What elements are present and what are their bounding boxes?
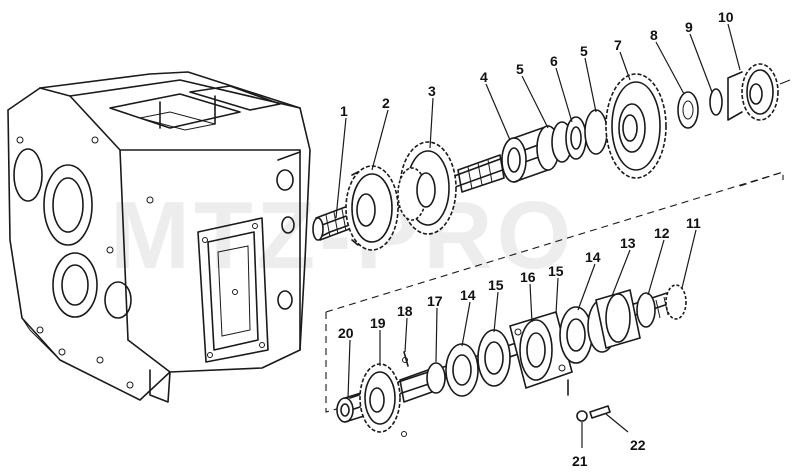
label-part-5a: 5 [516, 61, 524, 77]
part-13-cap [595, 288, 641, 350]
part-3-double-gear [397, 141, 457, 235]
label-part-14a: 14 [585, 249, 601, 265]
label-part-13: 13 [620, 235, 636, 251]
label-part-9: 9 [685, 19, 693, 35]
label-part-3: 3 [428, 83, 436, 99]
label-part-5b: 5 [580, 43, 588, 59]
label-part-4: 4 [480, 69, 488, 85]
part-14-bearing [445, 343, 479, 397]
label-part-15a: 15 [548, 263, 564, 279]
part-2-gear [345, 165, 399, 251]
label-part-10: 10 [718, 9, 734, 25]
label-part-11: 11 [686, 215, 701, 231]
label-part-12: 12 [654, 225, 670, 241]
part-7-large-gear [605, 73, 667, 179]
part-20-sleeve [336, 391, 365, 423]
part-9-snap-ring [709, 88, 723, 116]
part-labels: 1 2 3 4 5 6 5 7 8 9 10 11 12 13 14 15 16… [338, 9, 734, 469]
part-15-bearing [477, 329, 511, 387]
separator-line [325, 171, 784, 313]
label-part-17: 17 [427, 293, 443, 309]
part-21-22-bolt [401, 379, 611, 437]
label-part-2: 2 [382, 95, 390, 111]
part-18-pin [403, 351, 409, 367]
gearbox-housing [7, 71, 311, 403]
part-10-gear [727, 63, 779, 121]
label-part-20: 20 [338, 325, 354, 341]
label-part-21: 21 [572, 453, 588, 469]
lower-shaft-assembly [336, 284, 687, 437]
label-part-16: 16 [520, 269, 536, 285]
leader-lines [335, 23, 741, 448]
part-8-washer [677, 91, 699, 129]
label-part-8: 8 [650, 27, 658, 43]
label-part-19: 19 [370, 315, 386, 331]
label-part-14b: 14 [460, 287, 476, 303]
label-part-1: 1 [340, 103, 348, 119]
label-part-22: 22 [630, 437, 646, 453]
part-17-ring [426, 362, 446, 394]
upper-shaft-assembly [312, 63, 791, 251]
part-16-housing-cup [509, 310, 573, 390]
part-11-gear [655, 284, 687, 320]
label-part-6: 6 [550, 53, 558, 69]
label-part-7: 7 [614, 37, 622, 53]
label-part-18: 18 [397, 303, 413, 319]
part-12-ring [636, 292, 656, 328]
part-19-gear [359, 363, 401, 433]
part-5-6-rings [551, 109, 608, 163]
label-part-15b: 15 [488, 277, 504, 293]
part-4-bearing [501, 125, 560, 183]
watermark: MTZ-PRO [110, 182, 575, 289]
